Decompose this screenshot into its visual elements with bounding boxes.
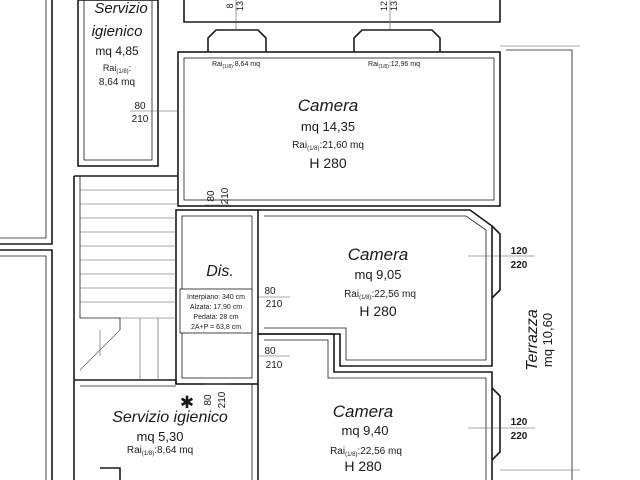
asterisk-icon: ✱ bbox=[180, 393, 194, 412]
door-camera-bottom: 80 210 bbox=[264, 346, 282, 371]
room-camera-bottom-height: H 280 bbox=[344, 458, 382, 474]
stairs-note-line1: Interpiano: 340 cm bbox=[187, 294, 245, 301]
room-camera-bottom-rai: Rai(1/8):22,56 mq bbox=[330, 446, 402, 458]
walls bbox=[0, 0, 580, 480]
room-camera-mid-height: H 280 bbox=[359, 303, 397, 319]
room-bath-bottom-rai: Rai(1/8):8,64 mq bbox=[127, 445, 193, 457]
window-top-left-dim-bottom: 13 bbox=[235, 1, 245, 11]
door-camera-mid: 80 210 bbox=[264, 286, 282, 310]
room-bath-top-name2: igienico bbox=[92, 23, 143, 40]
door-bath-top-height: 210 bbox=[132, 114, 149, 125]
door-terrace-bottom-height: 220 bbox=[511, 431, 528, 442]
room-camera-mid-area: mq 9,05 bbox=[355, 267, 402, 282]
door-terrace-mid-height: 220 bbox=[511, 260, 528, 271]
door-bath-top-width: 80 bbox=[134, 101, 146, 112]
room-camera-bottom: Camera mq 9,40 Rai(1/8):22,56 mq H 280 bbox=[330, 402, 402, 474]
door-terrace-bottom: 120 220 bbox=[511, 417, 528, 442]
door-terrace-mid-width: 120 bbox=[511, 246, 528, 257]
room-dis-name: Dis. bbox=[206, 263, 234, 280]
window-top-left-rai: Rai(1/8):8,64 mq bbox=[212, 61, 260, 70]
stair-treads bbox=[79, 189, 178, 380]
room-camera-top: Camera mq 14,35 Rai(1/8):21,60 mq H 280 bbox=[292, 96, 364, 171]
door-leaders bbox=[130, 0, 535, 429]
stairs-note-line3: Pedata: 28 cm bbox=[193, 314, 238, 321]
room-bath-bottom-name: Servizio igienico bbox=[112, 409, 228, 426]
room-bath-top: Servizio igienico mq 4,85 Rai(1/8): 8,64… bbox=[92, 0, 148, 88]
window-top-right-rai: Rai(1/8):12,96 mq bbox=[368, 61, 420, 70]
room-camera-top-height: H 280 bbox=[309, 155, 347, 171]
room-bath-bottom-area: mq 5,30 bbox=[137, 429, 184, 444]
room-terrace-area: mq 10,60 bbox=[540, 313, 555, 367]
door-camera-mid-width: 80 bbox=[264, 286, 276, 297]
room-camera-top-name: Camera bbox=[298, 96, 358, 115]
room-camera-bottom-area: mq 9,40 bbox=[342, 423, 389, 438]
room-camera-top-rai: Rai(1/8):21,60 mq bbox=[292, 140, 364, 152]
window-top-left-dim-top: 8 bbox=[225, 3, 235, 8]
room-bath-top-rai: Rai(1/8): bbox=[103, 63, 131, 75]
room-bath-top-rai-value: 8,64 mq bbox=[99, 77, 135, 88]
stairs-note-box bbox=[179, 288, 253, 334]
room-camera-mid-rai: Rai(1/8):22,56 mq bbox=[344, 289, 416, 301]
stairs-note-line2: Alzata: 17,90 cm bbox=[190, 304, 242, 311]
room-bath-top-area: mq 4,85 bbox=[95, 44, 139, 58]
door-bath-top: 80 210 bbox=[132, 101, 149, 125]
door-camera-mid-height: 210 bbox=[266, 299, 283, 310]
door-bath-bottom-width: 80 bbox=[203, 394, 214, 406]
room-camera-mid: Camera mq 9,05 Rai(1/8):22,56 mq H 280 bbox=[344, 245, 416, 319]
stairs-note-line4: 2A+P = 63,8 cm bbox=[191, 324, 241, 331]
room-bath-top-name: Servizio bbox=[94, 0, 147, 17]
window-top-right-dim-bottom: 13 bbox=[389, 1, 399, 11]
door-camera-top-height: 210 bbox=[220, 187, 231, 204]
room-camera-top-area: mq 14,35 bbox=[301, 119, 355, 134]
stairs-note: Interpiano: 340 cm Alzata: 17,90 cm Peda… bbox=[179, 288, 253, 334]
window-top-right-dim-top: 12 bbox=[379, 1, 389, 11]
window-top-left-dims: 8 13 bbox=[225, 1, 245, 11]
door-camera-bottom-height: 210 bbox=[266, 360, 283, 371]
room-terrace: Terrazza mq 10,60 bbox=[524, 309, 555, 371]
room-bath-bottom: Servizio igienico mq 5,30 Rai(1/8):8,64 … bbox=[112, 409, 228, 457]
room-camera-bottom-name: Camera bbox=[333, 402, 393, 421]
door-bath-bottom-height: 210 bbox=[217, 391, 228, 408]
room-camera-mid-name: Camera bbox=[348, 245, 408, 264]
door-camera-top: 80 210 bbox=[206, 187, 231, 204]
room-terrace-name: Terrazza bbox=[524, 309, 541, 371]
door-terrace-bottom-width: 120 bbox=[511, 417, 528, 428]
door-camera-bottom-width: 80 bbox=[264, 346, 276, 357]
door-bath-bottom: 80 210 bbox=[203, 391, 228, 408]
door-camera-top-width: 80 bbox=[206, 190, 217, 202]
door-terrace-mid: 120 220 bbox=[511, 246, 528, 271]
window-top-right-dims: 12 13 bbox=[379, 1, 399, 11]
